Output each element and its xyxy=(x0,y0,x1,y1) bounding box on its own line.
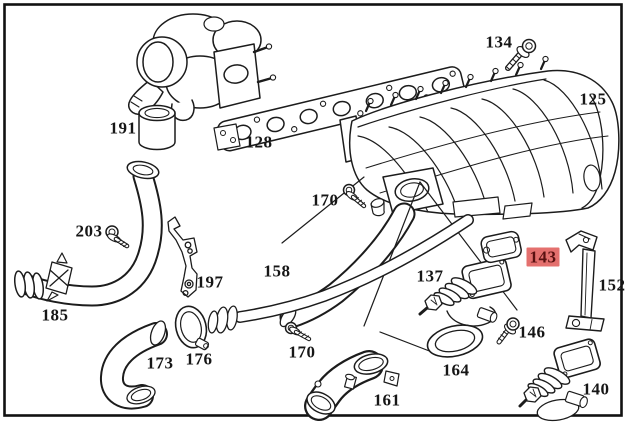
part-label-152[interactable]: 152 xyxy=(598,275,626,295)
part-label-143-highlighted[interactable]: 143 xyxy=(526,247,560,267)
seal-ring-164-drawing xyxy=(426,324,484,358)
part-label-161[interactable]: 161 xyxy=(373,390,401,410)
bolt-170-bottom-drawing xyxy=(284,321,312,342)
pipe-158-drawing xyxy=(207,214,474,334)
bolt-203-drawing xyxy=(105,225,130,249)
part-label-176[interactable]: 176 xyxy=(185,349,213,369)
part-label-125[interactable]: 125 xyxy=(579,89,607,109)
part-label-137[interactable]: 137 xyxy=(416,266,444,286)
throttle-body-140-drawing xyxy=(518,338,601,422)
manifold-studs xyxy=(364,55,549,113)
bolt-134-drawing xyxy=(505,38,537,71)
part-label-170-top[interactable]: 170 xyxy=(311,190,339,210)
sleeve-191-drawing xyxy=(138,104,176,151)
part-label-191[interactable]: 191 xyxy=(109,118,137,138)
bolt-146-drawing xyxy=(496,317,520,345)
clamp-176-drawing xyxy=(174,305,210,351)
intake-manifold-125-drawing xyxy=(339,55,620,220)
part-label-197[interactable]: 197 xyxy=(196,272,224,292)
elbow-161-drawing xyxy=(304,350,400,421)
part-label-140[interactable]: 140 xyxy=(582,379,610,399)
part-label-128[interactable]: 128 xyxy=(245,132,273,152)
part-label-158[interactable]: 158 xyxy=(263,261,291,281)
hose-173-drawing xyxy=(100,320,168,410)
bolt-170-top-drawing xyxy=(342,183,367,209)
part-label-173[interactable]: 173 xyxy=(146,353,174,373)
nut-drawing xyxy=(370,198,385,217)
part-label-203[interactable]: 203 xyxy=(75,221,103,241)
part-label-185[interactable]: 185 xyxy=(41,305,69,325)
turbocharger-drawing xyxy=(127,13,277,151)
part-label-134[interactable]: 134 xyxy=(485,32,513,52)
part-label-170-bottom[interactable]: 170 xyxy=(288,342,316,362)
bracket-152-drawing xyxy=(565,230,605,332)
throttle-body-137-drawing xyxy=(418,257,512,327)
gasket-143-drawing xyxy=(480,230,522,264)
part-label-146[interactable]: 146 xyxy=(518,322,546,342)
part-label-164[interactable]: 164 xyxy=(442,360,470,380)
bracket-197-drawing xyxy=(167,216,198,298)
hose-185-drawing xyxy=(13,160,163,307)
